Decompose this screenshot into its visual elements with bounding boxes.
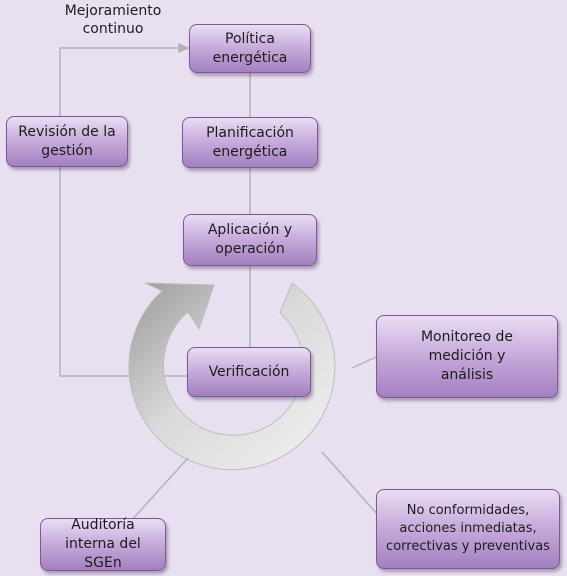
node-verificacion-label: Verificación — [208, 363, 290, 380]
node-auditoria-interna-label: Auditoría interna del SGEn — [65, 517, 141, 571]
node-aplicacion-operacion-label: Aplicación y operación — [207, 222, 293, 257]
node-monitoreo-label: Monitoreo de medición y análisis — [420, 329, 514, 383]
node-no-conformidades: No conformidades, acciones inmediatas, c… — [376, 489, 560, 569]
caption-mejoramiento-continuo: Mejoramiento continuo — [64, 3, 162, 37]
connector-monitoreo — [351, 356, 377, 369]
connector-auditoria — [129, 457, 189, 523]
connector-no-conformidades — [321, 451, 379, 516]
node-planificacion-energetica-label: Planificación energética — [206, 124, 294, 160]
node-politica-energetica-label: Política energética — [212, 30, 288, 66]
loop-arrowhead-icon — [178, 43, 190, 53]
node-monitoreo: Monitoreo de medición y análisis — [376, 315, 558, 398]
node-verificacion: Verificación — [187, 347, 311, 397]
node-aplicacion-operacion: Aplicación y operación — [183, 214, 317, 266]
cycle-arrow-icon — [128, 282, 336, 471]
node-planificacion-energetica: Planificación energética — [182, 117, 318, 168]
node-politica-energetica: Política energética — [189, 24, 311, 73]
node-auditoria-interna: Auditoría interna del SGEn — [40, 517, 166, 571]
node-no-conformidades-label: No conformidades, acciones inmediatas, c… — [386, 503, 550, 554]
node-revision-gestion: Revisión de la gestión — [6, 116, 128, 167]
connector-loop — [59, 47, 190, 377]
node-revision-gestion-label: Revisión de la gestión — [18, 123, 116, 159]
